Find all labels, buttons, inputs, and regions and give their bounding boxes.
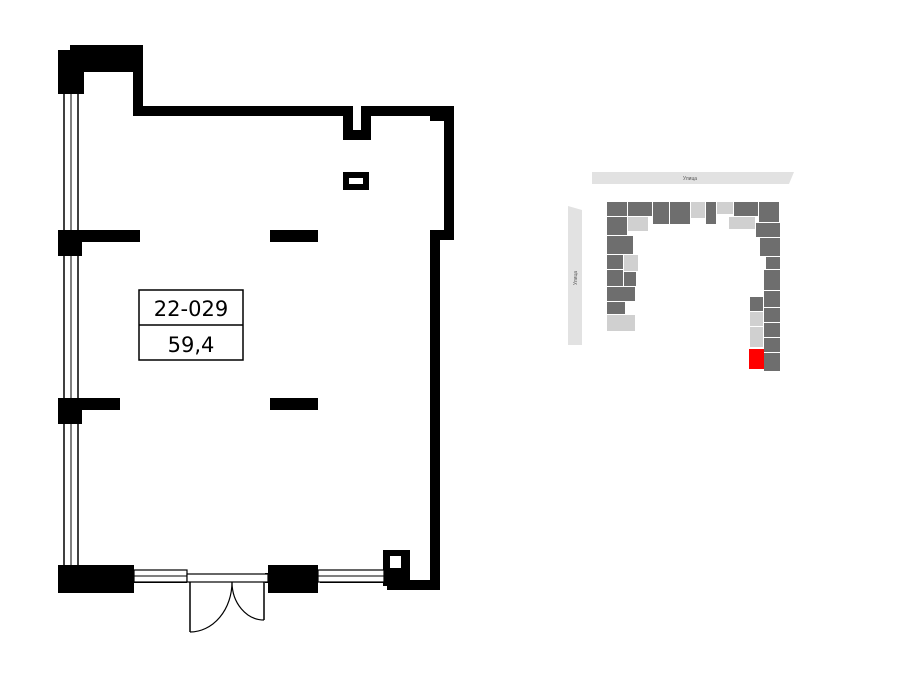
street-label-top: Улица: [683, 176, 697, 182]
building-section: [766, 257, 780, 269]
wall-post-bottom: [268, 565, 318, 593]
building-section: [734, 202, 758, 216]
building-section: [607, 287, 635, 301]
building-section: [607, 315, 635, 331]
building-section: [764, 323, 780, 337]
selected-unit-marker: [749, 349, 764, 369]
building-section: [764, 338, 780, 352]
building-section: [706, 202, 716, 224]
wall-corner-top-left-post: [58, 50, 84, 94]
building-section: [764, 270, 780, 290]
column: [270, 230, 318, 242]
building-section: [750, 327, 763, 347]
building-section: [756, 223, 780, 237]
building-section: [624, 272, 636, 286]
building-section: [760, 238, 780, 256]
road-left: [568, 206, 582, 345]
wall-post: [58, 398, 82, 424]
site-plan: Улица Улица: [568, 172, 794, 371]
building-section: [628, 217, 648, 231]
building-section: [653, 202, 669, 224]
building-section: [607, 217, 627, 235]
building-section: [764, 291, 780, 307]
building-section: [624, 255, 638, 271]
wall-corner-right-notch: [430, 111, 454, 121]
building-section: [729, 217, 755, 229]
building-section: [628, 202, 652, 216]
unit-number: 22-029: [154, 297, 228, 321]
road-top: [592, 172, 794, 184]
building-section: [607, 236, 633, 254]
building-section: [759, 202, 779, 222]
entrance-door: [186, 573, 269, 633]
outer-wall: [65, 45, 454, 590]
building-section: [607, 270, 623, 286]
wall-post: [58, 230, 82, 256]
building-section: [607, 255, 623, 269]
unit-area: 59,4: [168, 333, 215, 357]
street-label-left: Улица: [573, 271, 579, 285]
building-section: [607, 302, 625, 314]
building-section: [764, 353, 780, 371]
building-section: [691, 202, 705, 218]
building-section: [750, 297, 763, 311]
building-section: [717, 202, 733, 214]
building-section: [670, 202, 690, 224]
building-section: [607, 202, 627, 216]
column: [270, 398, 318, 410]
building-section: [764, 308, 780, 322]
building-section: [750, 312, 763, 326]
unit-label: 22-029 59,4: [138, 289, 244, 361]
wall-corner-bottom-left: [58, 565, 134, 593]
unit-floor-plan: 22-029 59,4: [58, 45, 454, 633]
